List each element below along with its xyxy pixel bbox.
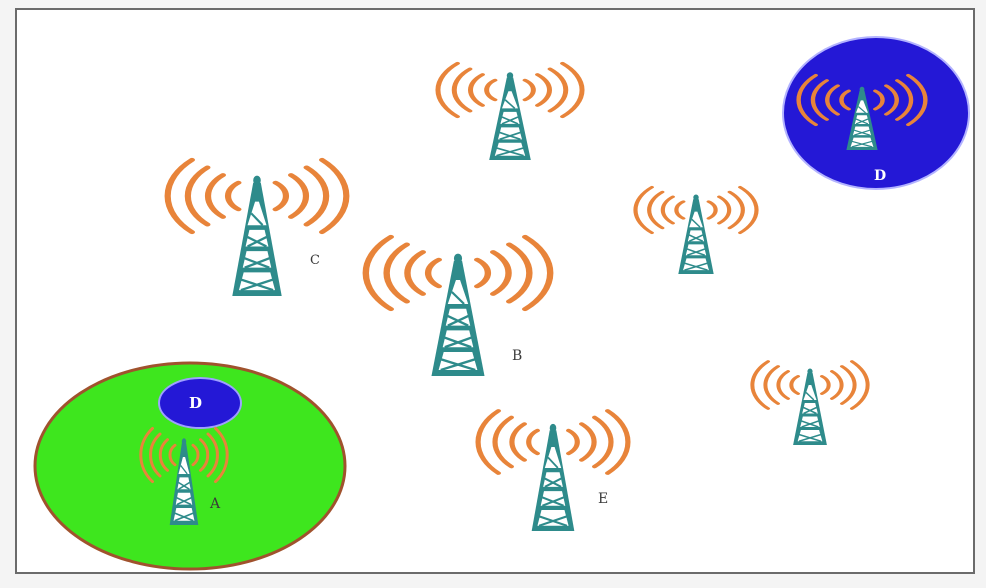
zone-d-small	[158, 377, 242, 429]
tower-right-mid	[635, 187, 756, 275]
tower-right-low	[750, 359, 870, 446]
label-c: C	[310, 253, 320, 268]
radio-tower-icon	[231, 174, 283, 298]
radio-tower-icon	[792, 367, 828, 446]
label-d-large: D	[874, 168, 886, 184]
zone-d-large	[782, 36, 970, 190]
label-e: E	[598, 491, 608, 507]
zone-a	[33, 361, 347, 571]
label-d-small: D	[189, 394, 202, 412]
radio-tower-icon	[488, 71, 532, 161]
tower-top	[438, 63, 582, 161]
radio-tower-icon	[677, 193, 715, 275]
label-a: A	[209, 496, 221, 512]
tower-e	[478, 411, 628, 533]
radio-tower-icon	[430, 252, 486, 378]
tower-c	[168, 160, 347, 298]
label-b: B	[512, 348, 522, 364]
tower-b	[366, 237, 550, 378]
radio-tower-icon	[530, 422, 576, 533]
